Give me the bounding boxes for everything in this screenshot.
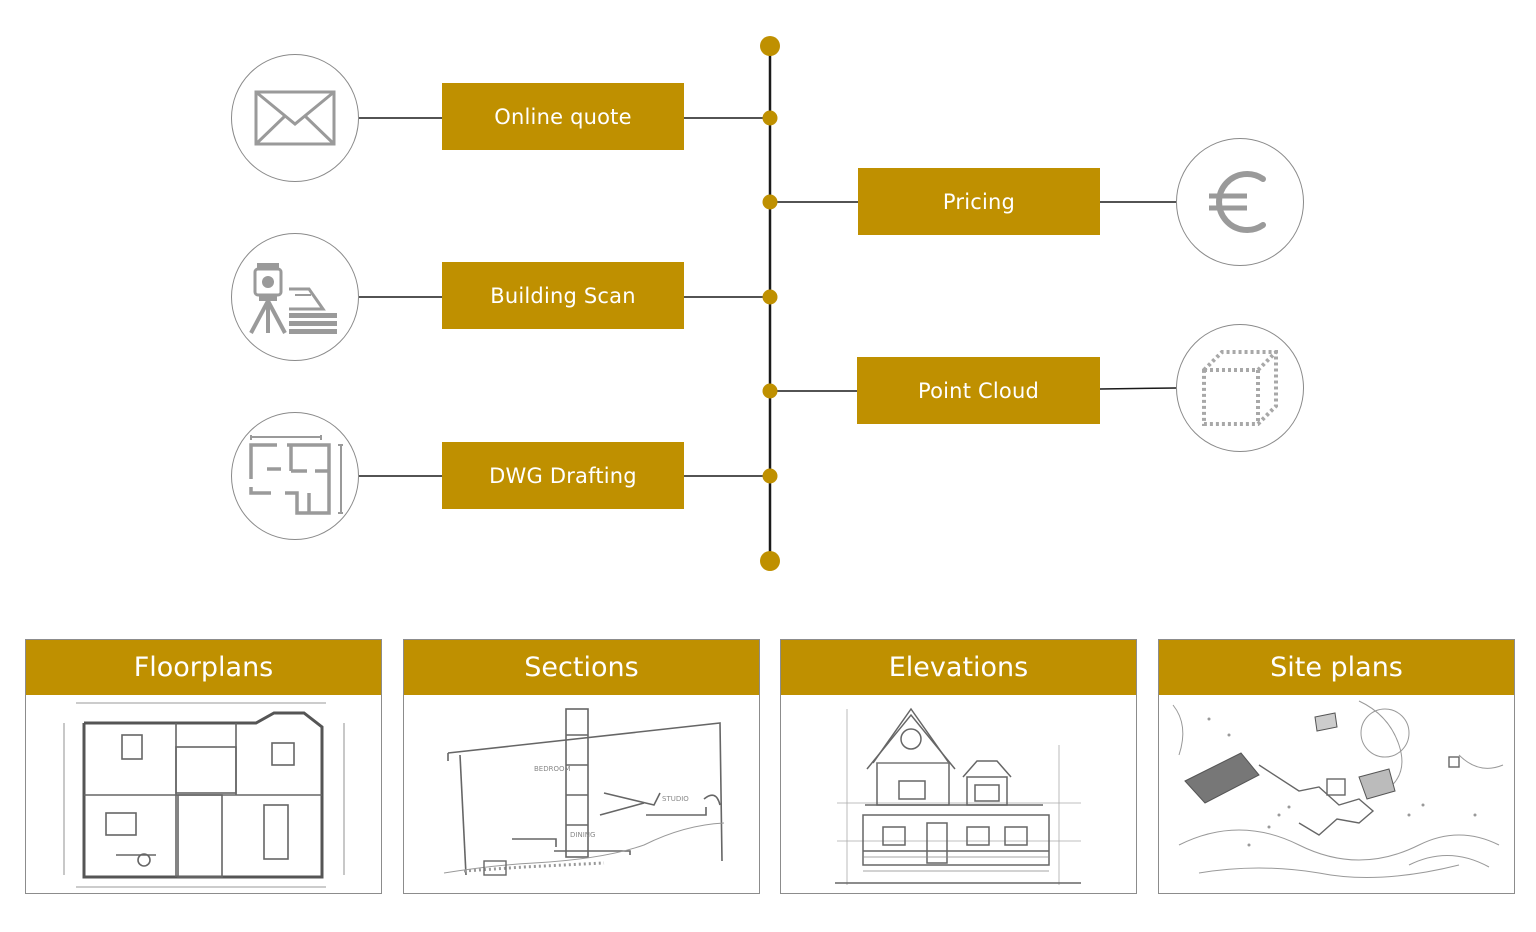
step-building-scan: Building Scan xyxy=(442,262,684,329)
euro-icon-circle xyxy=(1176,138,1304,266)
step-online-quote: Online quote xyxy=(442,83,684,150)
connector-pricing xyxy=(762,194,1176,210)
card-site-plans: Site plans xyxy=(1158,639,1515,894)
timeline-end-dot xyxy=(760,551,780,571)
svg-text:BEDROOM: BEDROOM xyxy=(534,765,571,773)
step-point-cloud: Point Cloud xyxy=(857,357,1100,424)
card-title: Elevations xyxy=(781,640,1136,695)
timeline-start-dot xyxy=(760,36,780,56)
envelope-icon-circle xyxy=(231,54,359,182)
card-floorplans: Floorplans xyxy=(25,639,382,894)
step-label: Building Scan xyxy=(490,283,636,308)
card-sections: Sections BEDROOM ST xyxy=(403,639,760,894)
step-dwg-drafting: DWG Drafting xyxy=(442,442,684,509)
card-title: Floorplans xyxy=(26,640,381,695)
dotted-cube-icon xyxy=(1202,350,1278,426)
surveying-scanner-icon-circle xyxy=(231,233,359,361)
card-elevations: Elevations xyxy=(780,639,1137,894)
svg-text:STUDIO: STUDIO xyxy=(662,795,689,803)
step-label: Point Cloud xyxy=(917,378,1039,403)
card-title: Sections xyxy=(404,640,759,695)
section-drawing: BEDROOM STUDIO DINING xyxy=(404,695,759,893)
euro-icon xyxy=(1209,171,1266,233)
floorplan-icon xyxy=(249,435,343,515)
site-plan-drawing xyxy=(1159,695,1514,893)
surveying-scanner-icon xyxy=(249,263,337,334)
step-label: DWG Drafting xyxy=(489,463,637,488)
step-label: Online quote xyxy=(494,104,632,129)
connector-point-cloud xyxy=(762,383,1177,399)
step-pricing: Pricing xyxy=(858,168,1100,235)
connector-online-quote xyxy=(359,110,778,126)
dotted-cube-icon-circle xyxy=(1176,324,1304,452)
floorplan-drawing xyxy=(26,695,381,893)
connector-building-scan xyxy=(359,289,778,305)
envelope-icon xyxy=(254,90,336,146)
process-timeline xyxy=(359,36,1177,571)
floorplan-icon-circle xyxy=(231,412,359,540)
elevation-drawing xyxy=(781,695,1136,893)
svg-text:DINING: DINING xyxy=(570,831,595,839)
connector-dwg-drafting xyxy=(359,468,778,484)
step-label: Pricing xyxy=(942,189,1016,214)
card-title: Site plans xyxy=(1159,640,1514,695)
